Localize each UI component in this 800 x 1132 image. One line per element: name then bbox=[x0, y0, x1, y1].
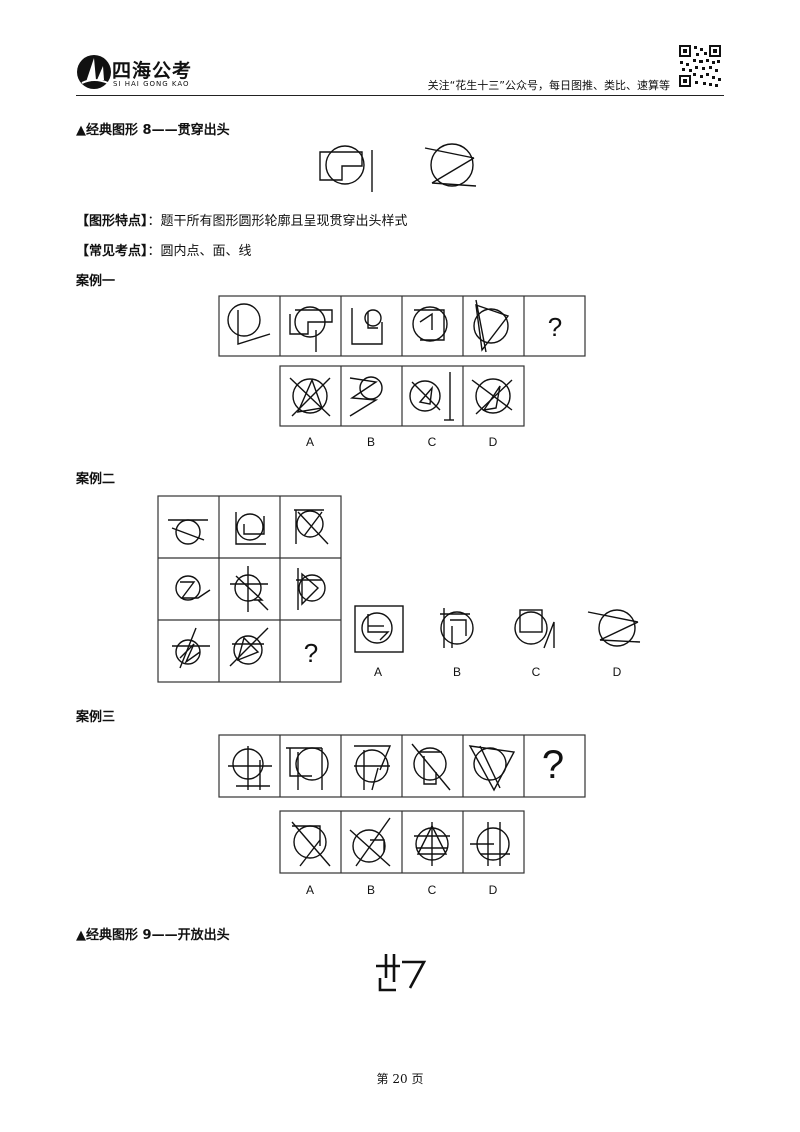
case-2-option-labels: A B C D bbox=[374, 665, 622, 679]
case-2-options bbox=[354, 605, 641, 653]
case-3-option-c: C bbox=[428, 883, 437, 897]
point-line: 【常见考点】：圆内点、面、线 bbox=[76, 240, 252, 259]
case-1-question-mark: ? bbox=[548, 312, 562, 342]
qr-code-icon bbox=[678, 44, 722, 88]
case-1-option-d: D bbox=[489, 435, 498, 449]
section-8-title: ▲经典图形 8——贯穿出头 bbox=[76, 123, 230, 138]
case-3-option-a: A bbox=[306, 883, 314, 897]
case-2-grid: ? bbox=[157, 495, 342, 683]
logo-text: 四海公考 bbox=[112, 60, 193, 82]
case-1-question-row: ? bbox=[218, 295, 586, 357]
example-figure-open-head bbox=[376, 954, 427, 992]
feature-line: 【图形特点】：题干所有图形圆形轮廓且呈现贯穿出头样式 bbox=[76, 210, 408, 229]
case-1-option-c: C bbox=[428, 435, 437, 449]
case-1-option-a: A bbox=[306, 435, 314, 449]
logo-icon bbox=[77, 55, 111, 89]
case-3-question-mark: ? bbox=[542, 743, 564, 787]
feature-text: ：题干所有图形圆形轮廓且呈现贯穿出头样式 bbox=[147, 214, 408, 229]
logo-subtitle: SI HAI GONG KAO bbox=[113, 80, 190, 88]
point-text: ：圆内点、面、线 bbox=[147, 244, 252, 259]
example-figure-circle-lines bbox=[424, 143, 477, 187]
section-9-title: ▲经典图形 9——开放出头 bbox=[76, 928, 230, 943]
header-slogan: 关注“花生十三”公众号，每日图推、类比、速算等 bbox=[427, 79, 670, 92]
case-3-option-labels: A B C D bbox=[306, 883, 498, 897]
case-1-option-labels: A B C D bbox=[306, 435, 498, 449]
case-3-question-row: ? bbox=[218, 734, 586, 798]
example-figure-square-circle bbox=[319, 145, 373, 192]
case-1-options bbox=[279, 365, 525, 427]
case-2-title: 案例二 bbox=[76, 472, 116, 487]
case-2-option-a: A bbox=[374, 665, 382, 679]
feature-label: 【图形特点】 bbox=[76, 214, 148, 229]
case-3-options bbox=[279, 810, 525, 874]
case-2-option-b: B bbox=[453, 665, 461, 679]
case-3-title: 案例三 bbox=[76, 710, 116, 725]
case-2-question-mark: ? bbox=[304, 638, 318, 668]
case-2-option-d: D bbox=[613, 665, 622, 679]
point-label: 【常见考点】 bbox=[76, 244, 148, 259]
header-divider bbox=[76, 95, 724, 96]
case-3-option-d: D bbox=[489, 883, 498, 897]
case-1-title: 案例一 bbox=[76, 274, 116, 289]
case-3-option-b: B bbox=[367, 883, 375, 897]
page-number: 第 20 页 bbox=[376, 1072, 424, 1086]
case-2-option-c: C bbox=[532, 665, 541, 679]
case-1-option-b: B bbox=[367, 435, 375, 449]
